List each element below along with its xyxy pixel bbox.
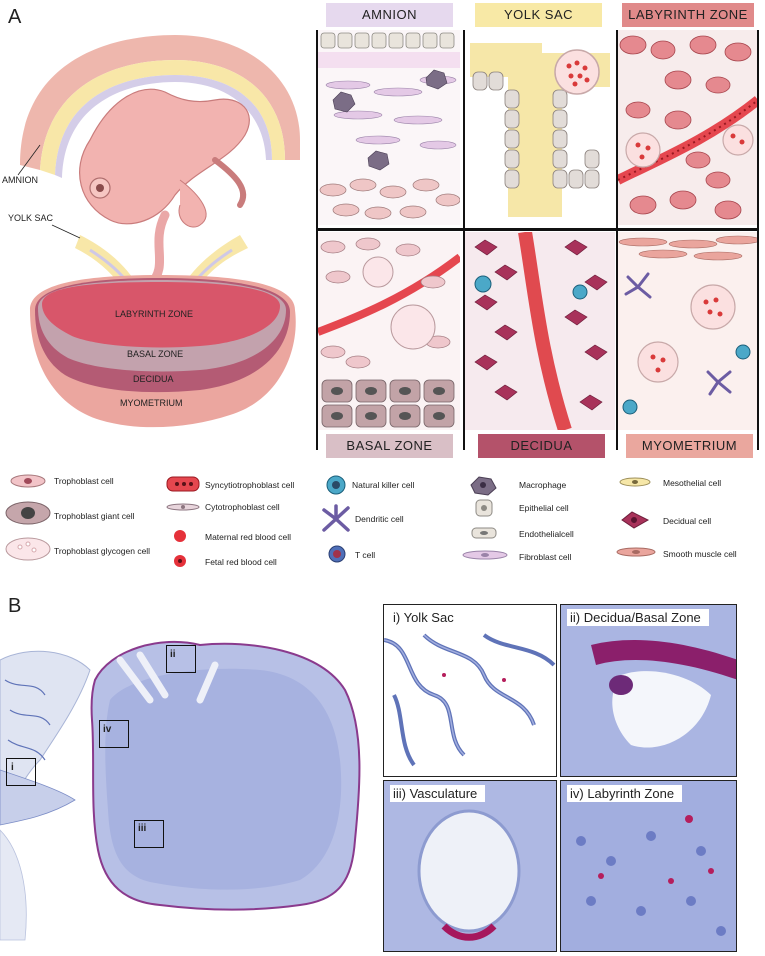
macrophage-icon (470, 476, 497, 496)
legend-label-15: Decidual cell (663, 516, 712, 526)
nk-cell-icon (326, 475, 346, 495)
tile-labyrinth (618, 30, 758, 225)
micrograph-labyrinth: iv) Labyrinth Zone (560, 780, 737, 952)
embryo-label-decidua: DECIDUA (133, 374, 174, 384)
region-tag-i: i (11, 762, 14, 773)
trophoblast-icon (10, 474, 46, 488)
smooth-muscle-icon (616, 547, 656, 557)
tile-header-labyrinth: LABYRINTH ZONE (622, 3, 754, 27)
yolk-sac-layer (40, 60, 285, 175)
region-tag-iii: iii (138, 823, 147, 834)
decidual-icon (621, 511, 650, 529)
fetal-rbc-icon (174, 555, 186, 567)
legend-label-9: T cell (355, 550, 376, 560)
glycogen-cell-icon (5, 537, 51, 561)
giant-cell-icon (5, 501, 51, 525)
region-box-iii (134, 820, 164, 848)
syncytio-icon (166, 476, 200, 492)
embryo-limb (178, 179, 207, 228)
tile-myometrium (618, 232, 758, 430)
tile-yolk-sac (465, 30, 615, 225)
legend-label-13: Fibroblast cell (519, 552, 572, 562)
maternal-rbc-icon (174, 530, 186, 542)
legend-label-0: Trophoblast cell (54, 476, 114, 486)
legend-label-10: Macrophage (519, 480, 567, 490)
tile-basal (318, 232, 460, 430)
embryo-label-labyrinth: LABYRINTH ZONE (115, 309, 194, 319)
micrograph-label-labyrinth: iv) Labyrinth Zone (567, 785, 683, 802)
tile-grid-v4 (757, 30, 759, 450)
epithelial-icon (475, 499, 493, 517)
micrograph-vasculature: iii) Vasculature (383, 780, 557, 952)
tile-header-basal: BASAL ZONE (326, 434, 453, 458)
embryo-label-myometrium: MYOMETRIUM (120, 398, 183, 408)
micrograph-yolk-sac: i) Yolk Sac (383, 604, 557, 777)
micrograph-label-decidua-basal: ii) Decidua/Basal Zone (567, 609, 709, 626)
legend-label-3: Syncytiotrophoblast cell (205, 480, 295, 490)
micrograph-label-vasculature: iii) Vasculature (390, 785, 486, 802)
tile-grid-v3 (616, 30, 618, 450)
micrograph-decidua-basal: ii) Decidua/Basal Zone (560, 604, 737, 777)
legend-label-1: Trophoblast giant cell (54, 511, 135, 521)
region-box-i (6, 758, 36, 786)
labyrinth-zone-region (42, 282, 280, 348)
tile-header-amnion: AMNION (326, 3, 453, 27)
legend-label-5: Maternal red blood cell (205, 532, 291, 542)
embryo-body (79, 88, 250, 225)
legend-label-12: Endothelialcell (519, 529, 574, 539)
region-tag-iv: iv (103, 724, 112, 735)
cyto-icon (166, 503, 200, 511)
region-box-iv (99, 720, 129, 748)
fibroblast-icon (462, 550, 508, 560)
dendritic-icon (322, 504, 350, 532)
embryo-label-yolk-sac: YOLK SAC (8, 213, 54, 223)
uterine-wall-outer (20, 35, 300, 170)
legend-label-16: Smooth muscle cell (663, 549, 737, 559)
tile-grid-h1 (316, 228, 759, 231)
legend-label-14: Mesothelial cell (663, 478, 722, 488)
panel-a-letter: A (8, 6, 22, 28)
embryo-placenta-illustration (17, 35, 300, 428)
embryo-label-amnion: AMNION (2, 175, 38, 185)
tile-decidua (465, 232, 615, 430)
tile-amnion (318, 30, 460, 225)
panel-b-letter: B (8, 595, 22, 617)
micrograph-label-yolk-sac: i) Yolk Sac (390, 609, 462, 626)
region-tag-ii: ii (170, 649, 176, 660)
t-cell-icon (328, 545, 346, 563)
tile-header-myometrium: MYOMETRIUM (626, 434, 753, 458)
endothelial-icon (471, 527, 497, 539)
tile-header-decidua: DECIDUA (478, 434, 605, 458)
whole-slide-section (0, 641, 361, 941)
legend-label-8: Dendritic cell (355, 514, 404, 524)
legend-label-7: Natural killer cell (352, 480, 415, 490)
tile-header-yolk-sac: YOLK SAC (475, 3, 602, 27)
legend-label-6: Fetal red blood cell (205, 557, 277, 567)
legend-label-11: Epithelial cell (519, 503, 569, 513)
tile-grid-v2 (463, 30, 465, 450)
legend-label-2: Trophoblast glycogen cell (54, 546, 151, 556)
legend-label-4: Cytotrophoblast cell (205, 502, 280, 512)
embryo-label-basal: BASAL ZONE (127, 349, 184, 359)
region-box-ii (166, 645, 196, 673)
mesothelial-icon (619, 477, 651, 487)
tile-grid-v1 (316, 30, 318, 450)
